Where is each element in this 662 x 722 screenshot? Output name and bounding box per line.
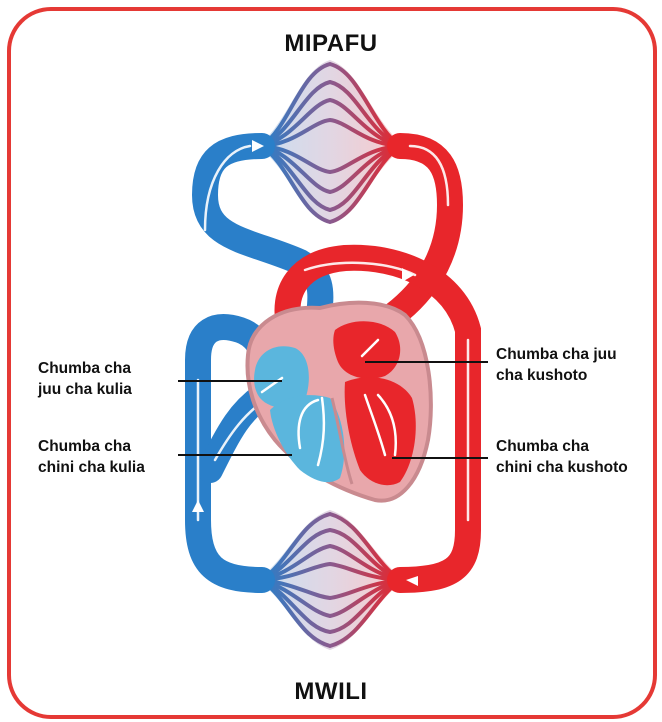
- label-right-atrium: Chumba cha juu cha kulia: [38, 358, 132, 400]
- label-right-atrium-line2: juu cha kulia: [38, 379, 132, 400]
- label-left-ventricle-line2: chini cha kushoto: [496, 457, 628, 478]
- label-left-ventricle: Chumba cha chini cha kushoto: [496, 436, 628, 478]
- label-left-ventricle-line1: Chumba cha: [496, 436, 628, 457]
- label-left-atrium: Chumba cha juu cha kushoto: [496, 344, 617, 386]
- title-lungs: MIPAFU: [231, 30, 431, 58]
- title-body: MWILI: [231, 678, 431, 706]
- heart: [247, 303, 430, 501]
- label-left-atrium-line2: cha kushoto: [496, 365, 617, 386]
- body-capillary-bed: [258, 510, 404, 650]
- label-left-atrium-line1: Chumba cha juu: [496, 344, 617, 365]
- label-right-atrium-line1: Chumba cha: [38, 358, 132, 379]
- lung-capillary-bed: [258, 60, 404, 222]
- label-right-ventricle: Chumba cha chini cha kulia: [38, 436, 145, 478]
- label-right-ventricle-line1: Chumba cha: [38, 436, 145, 457]
- label-right-ventricle-line2: chini cha kulia: [38, 457, 145, 478]
